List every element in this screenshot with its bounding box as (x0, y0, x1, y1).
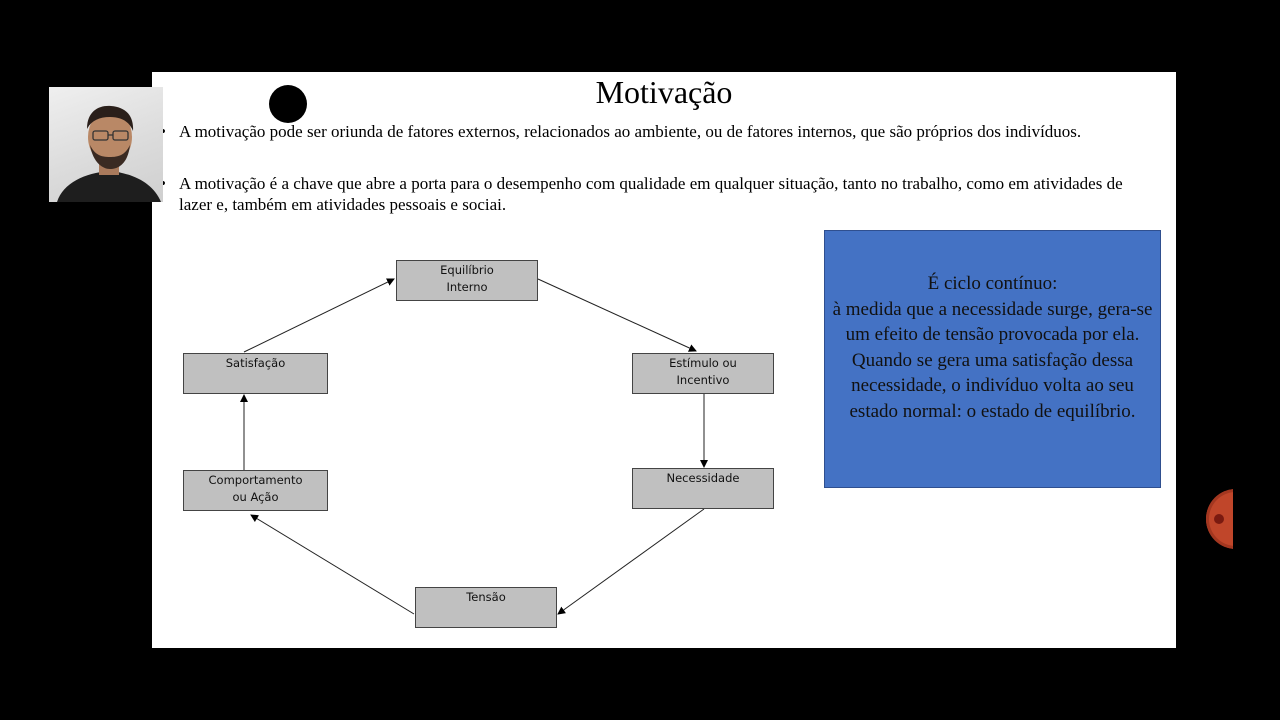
arrow-satisfacao-to-equilibrio (243, 278, 395, 353)
node-comportamento-acao: Comportamento ou Ação (183, 470, 328, 511)
pointer-dot (269, 85, 307, 123)
presentation-slide: Motivação A motivação pode ser oriunda d… (152, 72, 1176, 648)
record-dot-icon (1214, 514, 1224, 524)
node-tensao: Tensão (415, 587, 557, 628)
slide-title: Motivação (595, 74, 733, 110)
callout-box: É ciclo contínuo: à medida que a necessi… (824, 230, 1161, 488)
node-equilibrio-interno: Equilíbrio Interno (396, 260, 538, 301)
node-satisfacao: Satisfação (183, 353, 328, 394)
arrow-equilibrio-to-estimulo (537, 278, 697, 352)
arrow-tensao-to-comportamento (250, 514, 415, 615)
node-necessidade: Necessidade (632, 468, 774, 509)
presenter-avatar-icon (57, 105, 161, 202)
arrow-necessidade-to-tensao (557, 508, 705, 615)
webcam-overlay (49, 87, 163, 202)
node-estimulo-incentivo: Estímulo ou Incentivo (632, 353, 774, 394)
record-button[interactable] (1206, 489, 1233, 549)
motivation-cycle-diagram (240, 278, 708, 615)
